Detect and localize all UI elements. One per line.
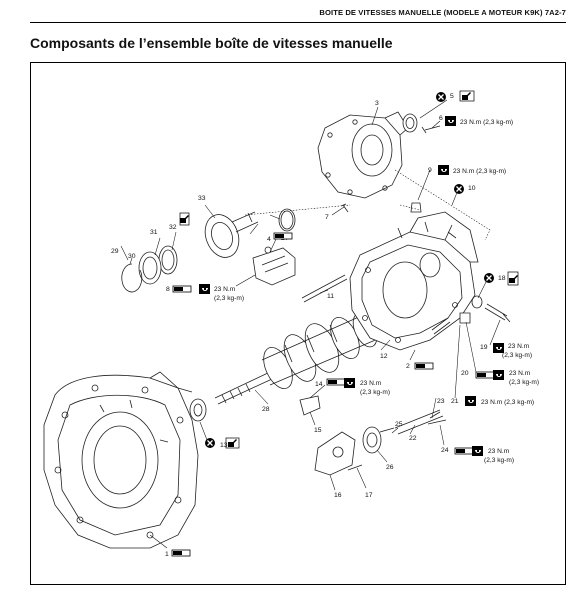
part-label-16: 16	[334, 492, 342, 499]
sealant-icon	[475, 371, 495, 379]
torque-spec-9: 23 N.m (2,3 kg-m)	[453, 168, 506, 175]
torque-spec-19-kgm: (2,3 kg-m)	[502, 352, 532, 359]
torque-spec-24-value: 23 N.m	[488, 448, 510, 455]
part-label-21: 21	[451, 398, 459, 405]
sealant-icon	[414, 362, 434, 370]
torque-spec-8-value: 23 N.m	[214, 286, 236, 293]
do-not-reuse-icon	[453, 183, 465, 195]
part-label-33: 33	[198, 195, 206, 202]
part-label-17: 17	[365, 492, 373, 499]
section-title: Composants de l’ensemble boîte de vitess…	[30, 35, 393, 51]
torque-wrench-icon	[199, 284, 210, 294]
page-header: BOITE DE VITESSES MANUELLE (MODELE A MOT…	[319, 8, 566, 17]
part-label-20: 20	[461, 370, 469, 377]
torque-wrench-icon	[493, 370, 504, 380]
part-label-28: 28	[262, 406, 270, 413]
torque-wrench-icon	[465, 396, 476, 406]
apply-grease-icon	[228, 439, 237, 447]
part-label-15: 15	[314, 427, 322, 434]
torque-spec-21: 23 N.m (2,3 kg-m)	[481, 399, 534, 406]
symbols	[171, 90, 519, 557]
small-parts-drawing	[121, 113, 511, 476]
part-label-26: 26	[386, 464, 394, 471]
part-label-32: 32	[169, 224, 177, 231]
torque-spec-24-kgm: (2,3 kg-m)	[484, 457, 514, 464]
sealant-icon	[172, 285, 192, 293]
gear-shaft-assembly-drawing	[214, 311, 381, 405]
torque-spec-20-kgm: (2,3 kg-m)	[509, 379, 539, 386]
torque-spec-14-value: 23 N.m	[360, 380, 382, 387]
torque-wrench-icon	[445, 116, 456, 126]
part-label-18: 18	[498, 275, 506, 282]
torque-specs: 23 N.m (2,3 kg-m) 23 N.m (2,3 kg-m) 23 N…	[214, 119, 539, 464]
torque-spec-20-value: 23 N.m	[509, 370, 531, 377]
part-label-13: 13	[220, 442, 228, 449]
torque-wrench-icon	[438, 165, 449, 175]
apply-grease-icon	[462, 92, 471, 100]
torque-wrench-icon	[472, 446, 483, 456]
torque-spec-19-value: 23 N.m	[508, 343, 530, 350]
part-label-14: 14	[315, 381, 323, 388]
sealant-icon	[454, 447, 474, 455]
part-label-10: 10	[468, 185, 476, 192]
part-label-19: 19	[480, 344, 488, 351]
do-not-reuse-icon	[483, 272, 495, 284]
part-label-7: 7	[325, 214, 329, 221]
part-label-4: 4	[267, 236, 271, 243]
torque-spec-6: 23 N.m (2,3 kg-m)	[460, 119, 513, 126]
part-label-22: 22	[409, 435, 417, 442]
part-label-31: 31	[150, 229, 158, 236]
part-number-labels: 1 2 3 5 6 7 8 9 10 11 12 13 14 15 16 17 …	[111, 93, 506, 558]
part-label-25: 25	[395, 421, 403, 428]
part-label-30: 30	[128, 253, 136, 260]
part-label-23: 23	[437, 398, 445, 405]
sealant-icon	[273, 232, 293, 240]
rear-cover-drawing	[317, 111, 409, 199]
torque-spec-14-kgm: (2,3 kg-m)	[360, 389, 390, 396]
part-label-9: 9	[428, 167, 432, 174]
part-label-2: 2	[406, 363, 410, 370]
grease-symbol-frame-icon	[225, 437, 240, 449]
part-label-5: 5	[450, 93, 454, 100]
do-not-reuse-icon	[204, 437, 216, 449]
torque-spec-8-kgm: (2,3 kg-m)	[214, 295, 244, 302]
header-rule	[30, 22, 566, 23]
part-label-1: 1	[165, 551, 169, 558]
diagram-frame	[30, 62, 566, 585]
sealant-icon	[326, 378, 346, 386]
do-not-reuse-icon	[435, 91, 447, 103]
sealant-icon	[171, 549, 191, 557]
torque-wrench-icon	[344, 378, 355, 388]
grease-symbol-frame-icon	[459, 90, 475, 102]
rear-case-drawing	[349, 211, 479, 351]
part-label-3: 3	[375, 100, 379, 107]
part-label-6: 6	[439, 115, 443, 122]
part-label-24: 24	[441, 447, 449, 454]
part-label-11: 11	[327, 293, 334, 300]
part-label-8: 8	[166, 286, 170, 293]
clutch-housing-drawing	[43, 371, 199, 549]
part-label-12: 12	[380, 353, 388, 360]
part-label-29: 29	[111, 248, 119, 255]
